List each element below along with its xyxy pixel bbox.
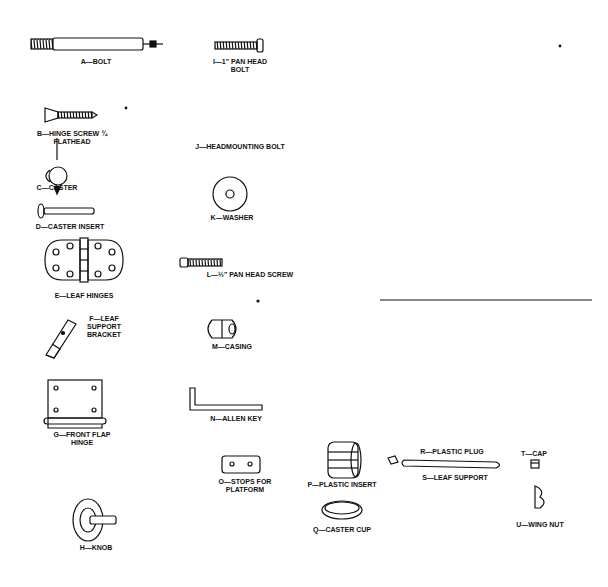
plastic-plug [388,456,398,464]
part-label: H—KNOB [80,544,113,552]
part-label: I—1" PAN HEAD BOLT [205,58,275,74]
platform-stop [222,456,260,473]
part-label: G—FRONT FLAP HINGE [47,431,117,447]
part-label: N—ALLEN KEY [210,415,262,423]
part-label: B—HINGE SCREW ¾ FLATHEAD [37,130,107,146]
part-label: A—BOLT [81,58,112,66]
part-label: P—PLASTIC INSERT [307,481,376,489]
leaf-hinge [45,238,123,282]
rule-line [380,299,592,300]
part-label: E—LEAF HINGES [55,292,114,300]
pan-head-bolt [215,39,263,52]
washer [213,177,247,211]
part-label: M—CASING [212,343,252,351]
knob [73,499,116,541]
allen-key [190,388,262,410]
part-label: Q—CASTER CUP [313,526,371,534]
part-label: S—LEAF SUPPORT [422,474,488,482]
leaf-support [402,460,500,468]
speck [559,45,561,47]
caster-insert [38,204,94,218]
part-label: U—WING NUT [516,521,563,529]
part-label: F—LEAF SUPPORT BRACKET [77,315,132,339]
speck [257,300,259,302]
part-label: O—STOPS FOR PLATFORM [215,478,275,494]
part-label: C—CASTER [37,184,78,192]
cap [531,460,539,468]
part-label: K—WASHER [211,214,254,222]
part-label: T—CAP [521,450,547,458]
wing-nut [535,486,544,508]
leaf-support-bracket [46,320,76,358]
part-label: R—PLASTIC PLUG [420,448,483,456]
part-label: D—CASTER INSERT [36,223,104,231]
speck [125,107,127,109]
part-label: J—HEADMOUNTING BOLT [195,143,284,151]
caster-cup [322,501,362,519]
casing [208,320,236,338]
plastic-insert [328,442,361,478]
front-flap-hinge [44,380,106,428]
part-label: L—½" PAN HEAD SCREW [207,271,293,279]
bolt-a [31,38,163,50]
pan-head-screw [180,258,222,267]
